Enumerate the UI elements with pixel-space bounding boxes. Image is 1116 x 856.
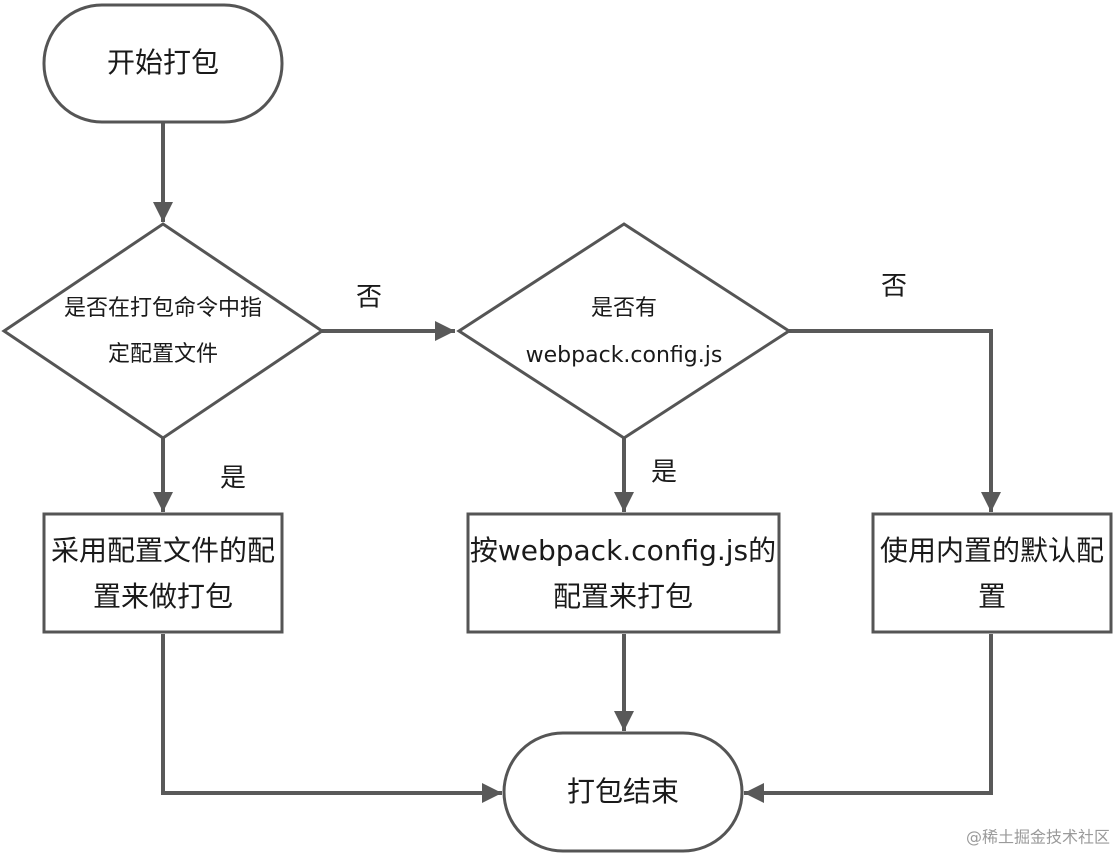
- use-webpack-config-node: 按webpack.config.js的 配置来打包: [466, 512, 781, 634]
- use-config-label-line2: 置来做打包: [93, 580, 233, 613]
- use-webpack-config-label-line2: 配置来打包: [553, 580, 693, 613]
- use-config-node: 采用配置文件的配 置来做打包: [42, 512, 284, 634]
- decision2-node: 是否有 webpack.config.js: [456, 222, 792, 440]
- decision1-label-line1: 是否在打包命令中指: [64, 296, 262, 321]
- decision2-label-line2: webpack.config.js: [526, 343, 723, 368]
- start-node: 开始打包: [42, 3, 284, 124]
- connectors: [153, 122, 1001, 803]
- edge-use-config-to-end: [161, 634, 502, 803]
- use-default-label-line1: 使用内置的默认配: [880, 534, 1104, 567]
- use-default-label-line2: 置: [978, 580, 1006, 613]
- use-default-node: 使用内置的默认配 置: [871, 512, 1113, 634]
- watermark: @稀土掘金技术社区: [966, 828, 1110, 847]
- end-label: 打包结束: [567, 775, 679, 808]
- decision1-yes-label: 是: [220, 464, 246, 494]
- decision1-label-line2: 定配置文件: [108, 342, 218, 367]
- decision2-label-line1: 是否有: [591, 296, 657, 321]
- decision1-no-label: 否: [356, 283, 382, 313]
- use-webpack-config-label-line1: 按webpack.config.js的: [470, 534, 776, 567]
- edge-use-default-to-end: [744, 634, 993, 803]
- use-config-label-line1: 采用配置文件的配: [51, 534, 275, 567]
- start-label: 开始打包: [107, 46, 219, 79]
- edge-decision2-to-use-default: [789, 329, 1001, 512]
- decision2-yes-label: 是: [651, 458, 677, 488]
- decision1-node: 是否在打包命令中指 定配置文件: [1, 222, 325, 440]
- end-node: 打包结束: [502, 731, 744, 853]
- decision2-no-label: 否: [881, 272, 907, 302]
